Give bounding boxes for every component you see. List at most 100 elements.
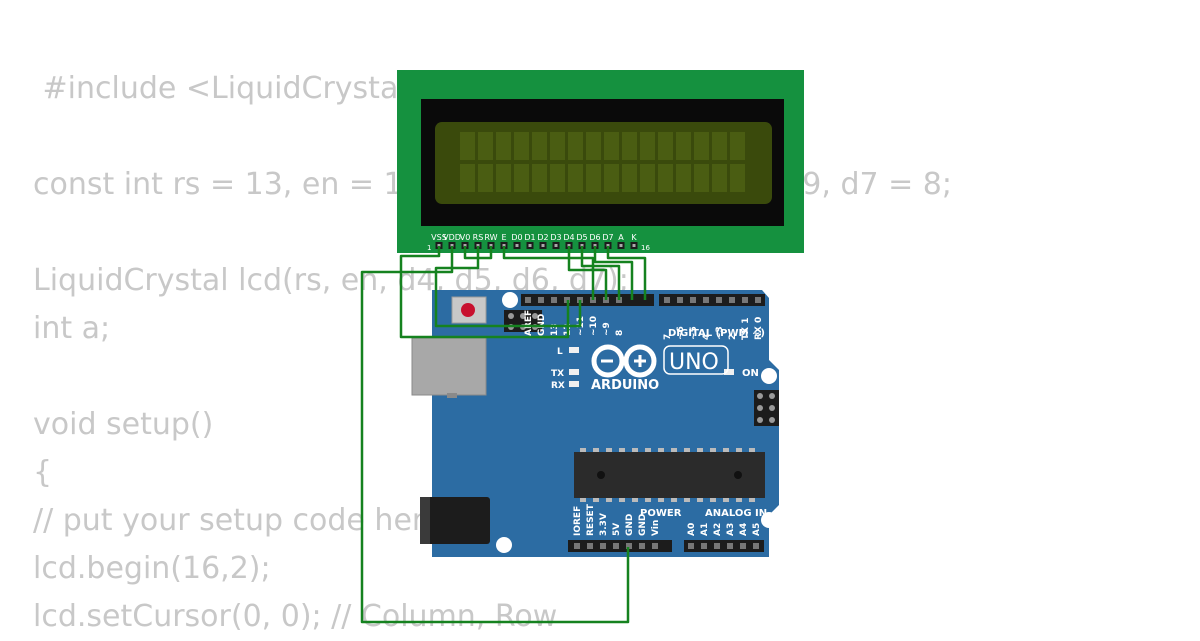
lcd-cell xyxy=(622,132,637,160)
wire-d7-to-8 xyxy=(606,246,647,300)
lcd-cell xyxy=(478,164,493,192)
reset-button xyxy=(451,296,487,324)
chip-pin xyxy=(697,448,703,452)
lcd-cell xyxy=(694,164,709,192)
wire-d6-to-9 xyxy=(593,246,634,300)
code-line: void setup() xyxy=(33,407,214,442)
chip-pin xyxy=(697,498,703,502)
chip-pin xyxy=(736,448,742,452)
code-line: { xyxy=(33,455,53,490)
header-pin xyxy=(652,543,658,549)
lcd-pin-label: VDD xyxy=(443,233,461,242)
lcd-cell xyxy=(712,164,727,192)
chip-pin xyxy=(671,498,677,502)
usb-connector xyxy=(411,337,487,396)
lcd-pin-contact xyxy=(502,244,506,247)
lcd-pin-label: D6 xyxy=(589,233,600,242)
lcd-cell xyxy=(676,132,691,160)
header-pin xyxy=(740,543,746,549)
lcd-cell xyxy=(460,132,475,160)
chip-pin xyxy=(658,448,664,452)
chip-pin xyxy=(736,498,742,502)
chip-pin xyxy=(580,448,586,452)
lcd-pin-label: RS xyxy=(473,233,484,242)
chip-pin xyxy=(710,448,716,452)
lcd-cell xyxy=(586,132,601,160)
digital-header-label: DIGITAL (PWM ~) xyxy=(668,328,765,339)
header-pin-label: A4 xyxy=(739,523,749,536)
chip-pin xyxy=(580,498,586,502)
header-pin-label: 3.3V xyxy=(599,513,609,536)
chip-pin xyxy=(684,498,690,502)
header-pin-label: 7 xyxy=(663,334,673,340)
header-pin xyxy=(525,297,531,303)
lcd-pin-label: V0 xyxy=(460,233,471,242)
header-pin xyxy=(600,543,606,549)
chip-pin xyxy=(684,448,690,452)
header-pin xyxy=(714,543,720,549)
chip-pin xyxy=(593,448,599,452)
header-pin xyxy=(613,543,619,549)
lcd-cell xyxy=(532,164,547,192)
lcd-cell xyxy=(550,164,565,192)
wire-d4-to-11 xyxy=(567,246,608,300)
lcd-cell xyxy=(676,164,691,192)
header-pin-label: TX 1 xyxy=(741,318,751,340)
lcd-pin-label: E xyxy=(501,233,506,242)
header-pin-label: 8 xyxy=(615,330,625,336)
lcd-pin-contact xyxy=(528,244,532,247)
header-pin-label: A0 xyxy=(687,523,697,536)
chip-pin xyxy=(749,448,755,452)
lcd-pin-contact xyxy=(580,244,584,247)
wire-e-to-12 xyxy=(502,246,595,300)
header-pin xyxy=(755,297,761,303)
header-pin xyxy=(690,297,696,303)
header-pin xyxy=(587,543,593,549)
header-pin xyxy=(551,297,557,303)
chip-pin xyxy=(723,498,729,502)
header-pin-label: GND xyxy=(625,514,635,536)
header-pin-label: A1 xyxy=(700,523,710,536)
header-pin-label: 2 xyxy=(728,334,738,340)
code-line: lcd.setCursor(0, 0); // Column, Row xyxy=(33,599,558,634)
wire-gnd-to-vss xyxy=(399,246,570,339)
lcd-cell xyxy=(550,132,565,160)
lcd-pin-contact xyxy=(476,244,480,247)
uno-badge-text: UNO xyxy=(669,350,719,375)
header-pin-label: ~3 xyxy=(715,326,725,340)
code-line: lcd.begin(16,2); xyxy=(33,551,271,586)
lcd-cell xyxy=(478,132,493,160)
power-header-label: POWER xyxy=(640,508,682,519)
header-pin-label: RESET xyxy=(586,503,596,536)
lcd-pin-contact xyxy=(632,244,636,247)
header-pin xyxy=(703,297,709,303)
chip-pin xyxy=(710,498,716,502)
mounting-hole xyxy=(496,537,512,553)
led-tx-label: TX xyxy=(551,369,564,379)
header-pin-label: IOREF xyxy=(573,506,583,536)
lcd-cell xyxy=(586,164,601,192)
header-pin-label: A3 xyxy=(726,523,736,536)
led-rx-label: RX xyxy=(551,381,565,391)
lcd-pin-label: D1 xyxy=(524,233,535,242)
mounting-hole xyxy=(761,512,777,528)
lcd-pin-label: A xyxy=(618,233,624,242)
chip-pin xyxy=(671,448,677,452)
lcd-cell xyxy=(730,164,745,192)
lcd-pin-contact xyxy=(437,244,441,247)
lcd-cell xyxy=(532,132,547,160)
lcd-cell xyxy=(640,132,655,160)
led-l-label: L xyxy=(557,347,563,357)
header-pin-label: ~5 xyxy=(689,326,699,340)
lcd-cell xyxy=(604,164,619,192)
lcd-cell xyxy=(568,132,583,160)
lcd-pin-contact xyxy=(515,244,519,247)
lcd-pin-contact xyxy=(567,244,571,247)
chip-pin xyxy=(645,448,651,452)
lcd-cell xyxy=(460,164,475,192)
lcd-cell xyxy=(712,132,727,160)
header-pin-label: ~10 xyxy=(589,316,599,336)
